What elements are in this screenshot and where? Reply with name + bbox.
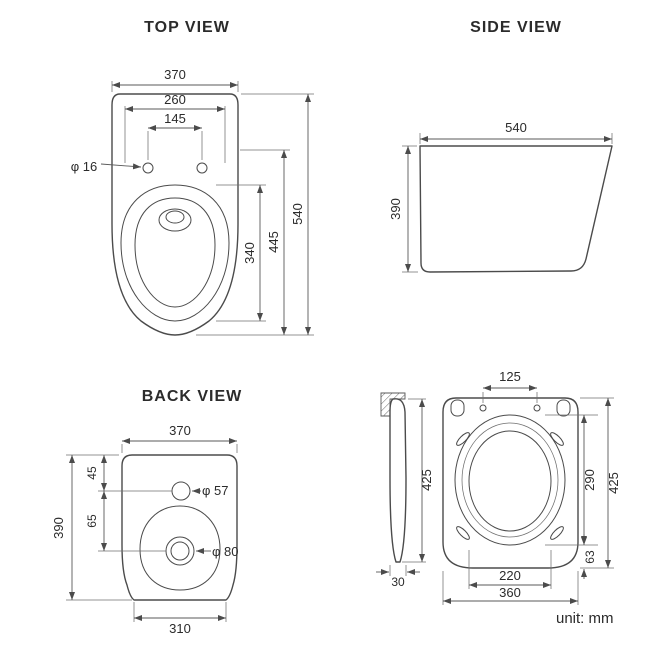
dim-back-inlet-offset: 45 bbox=[85, 455, 172, 492]
side-view-title: SIDE VIEW bbox=[470, 19, 562, 36]
dim-side-depth: 540 bbox=[419, 120, 613, 144]
flush-outlet-outer bbox=[158, 208, 192, 232]
dim-back-height: 390 bbox=[51, 454, 132, 601]
bumper-top-right bbox=[550, 432, 564, 446]
hinge-hole-left bbox=[142, 162, 154, 174]
hinge-hole-right bbox=[196, 162, 208, 174]
dim-label-65: 65 bbox=[85, 514, 99, 528]
dim-top-overall-width: 370 bbox=[111, 67, 239, 92]
top-view-title: TOP VIEW bbox=[144, 19, 230, 36]
toilet-body-outline-side bbox=[419, 145, 613, 273]
dim-label-145: 145 bbox=[164, 111, 186, 126]
dim-top-holes-to-front: 445 bbox=[240, 149, 290, 335]
toilet-body-outline-top bbox=[111, 93, 239, 336]
dim-seat-profile-height: 425 bbox=[402, 398, 434, 563]
dim-label-540-side: 540 bbox=[505, 120, 527, 135]
outlet-hole-inner bbox=[170, 541, 190, 561]
dim-label-290: 290 bbox=[582, 469, 597, 491]
wall-bracket-hatch bbox=[380, 392, 406, 417]
seat-plan-outline bbox=[442, 397, 579, 569]
dim-top-fixing-span: 260 bbox=[124, 92, 226, 163]
dim-label-260: 260 bbox=[164, 92, 186, 107]
top-view: TOP VIEW 370 260 145 φ 16 bbox=[71, 19, 314, 336]
dim-seat-hinge-span: 125 bbox=[482, 369, 538, 403]
seat-view: 30 425 125 290 bbox=[376, 369, 621, 605]
toilet-body-outline-back bbox=[121, 454, 238, 601]
unit-label: unit: mm bbox=[556, 610, 614, 627]
flush-outlet-inner bbox=[165, 210, 185, 224]
leader-line bbox=[100, 163, 142, 170]
dim-label-phi80: φ 80 bbox=[212, 544, 239, 559]
dim-top-hinge-span: 145 bbox=[147, 111, 203, 160]
dim-seat-opening-depth: 290 bbox=[545, 414, 598, 546]
dim-label-445: 445 bbox=[266, 231, 281, 253]
dim-label-63: 63 bbox=[583, 550, 597, 564]
seat-ring-outline bbox=[120, 184, 230, 322]
dim-seat-overall-depth: 425 bbox=[580, 397, 621, 569]
dim-label-220: 220 bbox=[499, 568, 521, 583]
dim-label-425-left: 425 bbox=[419, 469, 434, 491]
dim-label-370-back: 370 bbox=[169, 423, 191, 438]
dim-label-45: 45 bbox=[85, 466, 99, 480]
dim-seat-front-margin: 63 bbox=[581, 534, 597, 579]
dim-top-overall-depth: 540 bbox=[196, 93, 314, 336]
dim-top-seat-depth: 340 bbox=[216, 184, 266, 322]
dim-label-125: 125 bbox=[499, 369, 521, 384]
callout-inlet-dia: φ 57 bbox=[192, 483, 229, 498]
seat-profile-outline bbox=[389, 398, 407, 563]
seat-opening bbox=[468, 430, 552, 532]
callout-hinge-hole-dia: φ 16 bbox=[71, 159, 142, 174]
hinge-pin-right bbox=[533, 404, 541, 412]
dim-back-base-width: 310 bbox=[133, 602, 227, 636]
dim-label-370-top: 370 bbox=[164, 67, 186, 82]
water-inlet-hole bbox=[171, 481, 191, 501]
dim-seat-profile-thickness: 30 bbox=[376, 565, 420, 589]
dim-back-overall-width: 370 bbox=[121, 423, 238, 453]
side-view: SIDE VIEW 540 390 bbox=[388, 19, 613, 273]
callout-outlet-dia: φ 80 bbox=[196, 544, 239, 559]
dim-label-540-top: 540 bbox=[290, 203, 305, 225]
dim-label-340: 340 bbox=[242, 242, 257, 264]
dim-back-outlet-offset: 65 bbox=[85, 491, 166, 552]
dim-label-phi57: φ 57 bbox=[202, 483, 229, 498]
dim-label-phi16: φ 16 bbox=[71, 159, 98, 174]
outlet-hole-outer bbox=[165, 536, 195, 566]
dim-label-30: 30 bbox=[391, 575, 405, 589]
bowl-opening-outline bbox=[134, 197, 216, 308]
back-view-title: BACK VIEW bbox=[142, 388, 243, 405]
hinge-pin-left bbox=[479, 404, 487, 412]
dim-label-310: 310 bbox=[169, 621, 191, 636]
dim-seat-overall-width: 360 bbox=[442, 571, 579, 605]
back-view: BACK VIEW 370 φ 57 φ 80 45 65 bbox=[51, 388, 243, 636]
bumper-top-left bbox=[456, 432, 470, 446]
seat-ring-middle bbox=[461, 422, 559, 538]
dim-label-425-right: 425 bbox=[606, 472, 621, 494]
dim-side-height: 390 bbox=[388, 145, 418, 273]
hinge-slot-right bbox=[556, 399, 571, 417]
dim-label-360: 360 bbox=[499, 585, 521, 600]
bumper-bottom-right bbox=[550, 526, 564, 540]
bowl-back-outline bbox=[139, 505, 221, 591]
dim-label-390-side: 390 bbox=[388, 198, 403, 220]
bumper-bottom-left bbox=[456, 526, 470, 540]
dim-seat-opening-width: 220 bbox=[468, 550, 552, 589]
hinge-slot-left bbox=[450, 399, 465, 417]
dim-label-390-back: 390 bbox=[51, 517, 66, 539]
seat-ring-outer bbox=[454, 414, 566, 546]
